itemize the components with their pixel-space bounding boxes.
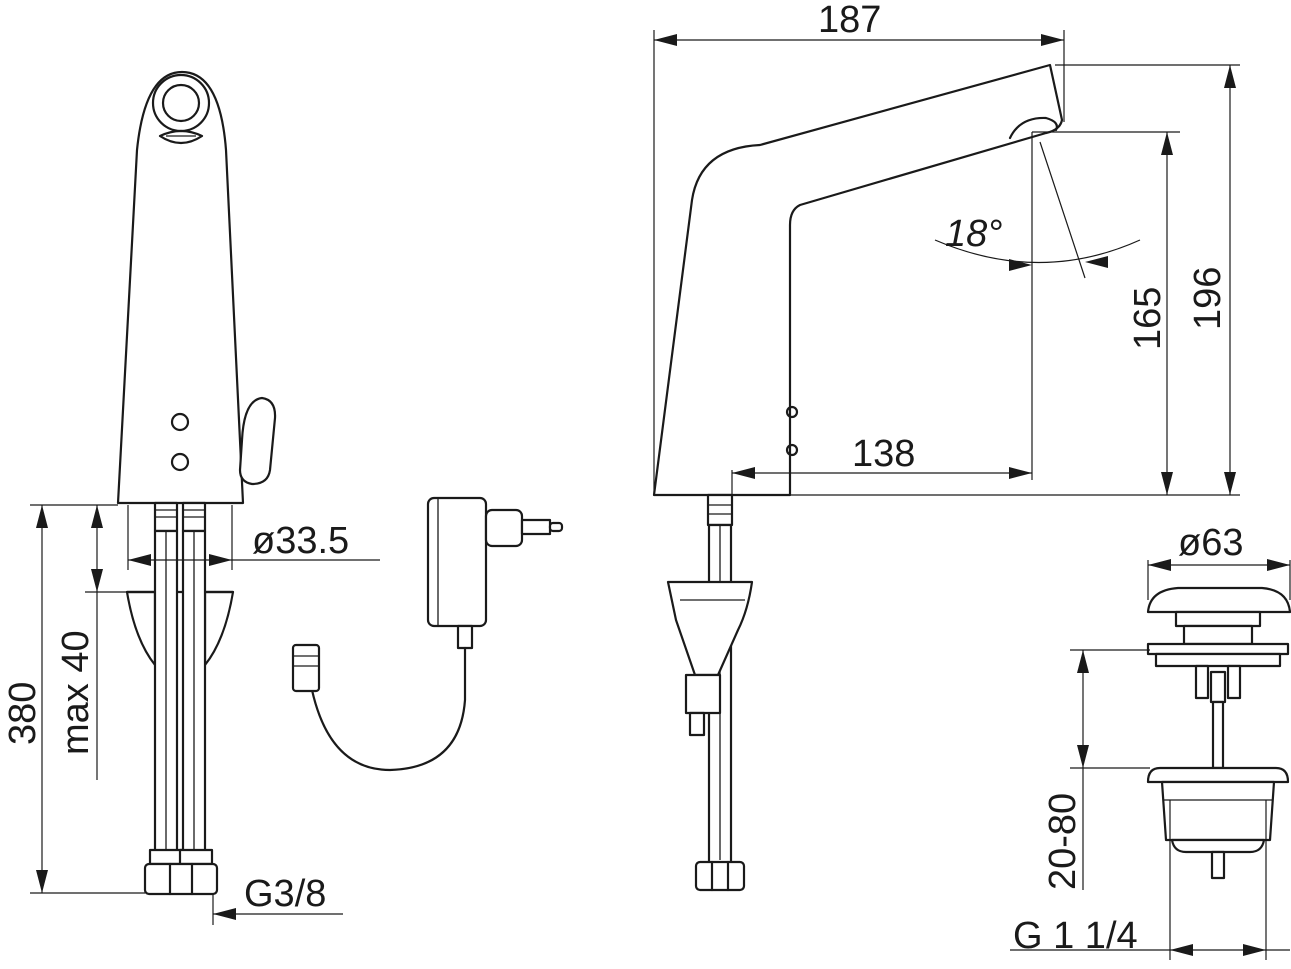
waste-valve (1146, 586, 1291, 880)
dim-height-total: 196 (1187, 267, 1229, 330)
faucet-body-front (116, 70, 245, 505)
adapter-plug-body (484, 508, 524, 548)
side-connector (706, 493, 734, 527)
front-view-dimensions: 380 max 40 ø33.5 G3/8 (2, 504, 380, 925)
faucet-body-side (652, 63, 1064, 497)
faucet-side-view (652, 63, 1064, 892)
side-clamp-stud (684, 673, 722, 715)
adapter-pin (520, 518, 552, 536)
adapter-cable (310, 646, 467, 772)
adapter-cable-boot (456, 624, 474, 650)
dim-angle: 18° (945, 213, 1002, 255)
faucet-front-view (116, 70, 277, 896)
waste-flange (1146, 642, 1290, 656)
sensor-hole-upper (170, 412, 190, 432)
hose-nuts (143, 862, 219, 896)
dim-waste-diameter: ø63 (1178, 522, 1243, 564)
waste-body-top (1146, 766, 1290, 784)
waste-outlet (1210, 850, 1226, 880)
side-view-dimensions: 187 196 165 138 18° (653, 0, 1240, 496)
mounting-clamp (125, 590, 235, 667)
hose-ferrule-left (148, 848, 184, 866)
dim-mount-thickness: max 40 (55, 630, 97, 755)
temperature-lever (238, 396, 277, 486)
side-hose-nut (694, 860, 746, 892)
hose-ferrule-right (178, 848, 214, 866)
dim-waste-thread: G 1 1/4 (1013, 915, 1138, 957)
adapter-connector (291, 643, 321, 693)
waste-dimensions: ø63 20-80 G 1 1/4 (1010, 522, 1291, 960)
waste-body (1160, 780, 1276, 842)
aerator-outlet (158, 129, 204, 145)
waste-rod (1211, 700, 1225, 770)
waste-plug-collar (1174, 610, 1262, 628)
dim-supply-thread: G3/8 (244, 873, 326, 915)
sensor-hole-lower (170, 452, 190, 472)
sensor-ring-inner (161, 83, 201, 123)
spout-aerator (1008, 116, 1058, 140)
waste-stem-left (1194, 664, 1210, 700)
dim-spout-height: 165 (1127, 287, 1169, 350)
side-mounting-clamp (666, 580, 754, 677)
dim-spout-reach: 138 (852, 433, 915, 475)
power-adapter (291, 496, 564, 772)
dim-width-total: 187 (818, 0, 881, 41)
dim-supply-length: 380 (2, 682, 44, 745)
dim-waste-range: 20-80 (1042, 793, 1084, 890)
waste-plug-cap (1146, 586, 1291, 614)
adapter-housing (426, 496, 488, 628)
dim-body-diameter: ø33.5 (252, 520, 349, 562)
waste-stem-right (1226, 664, 1242, 700)
